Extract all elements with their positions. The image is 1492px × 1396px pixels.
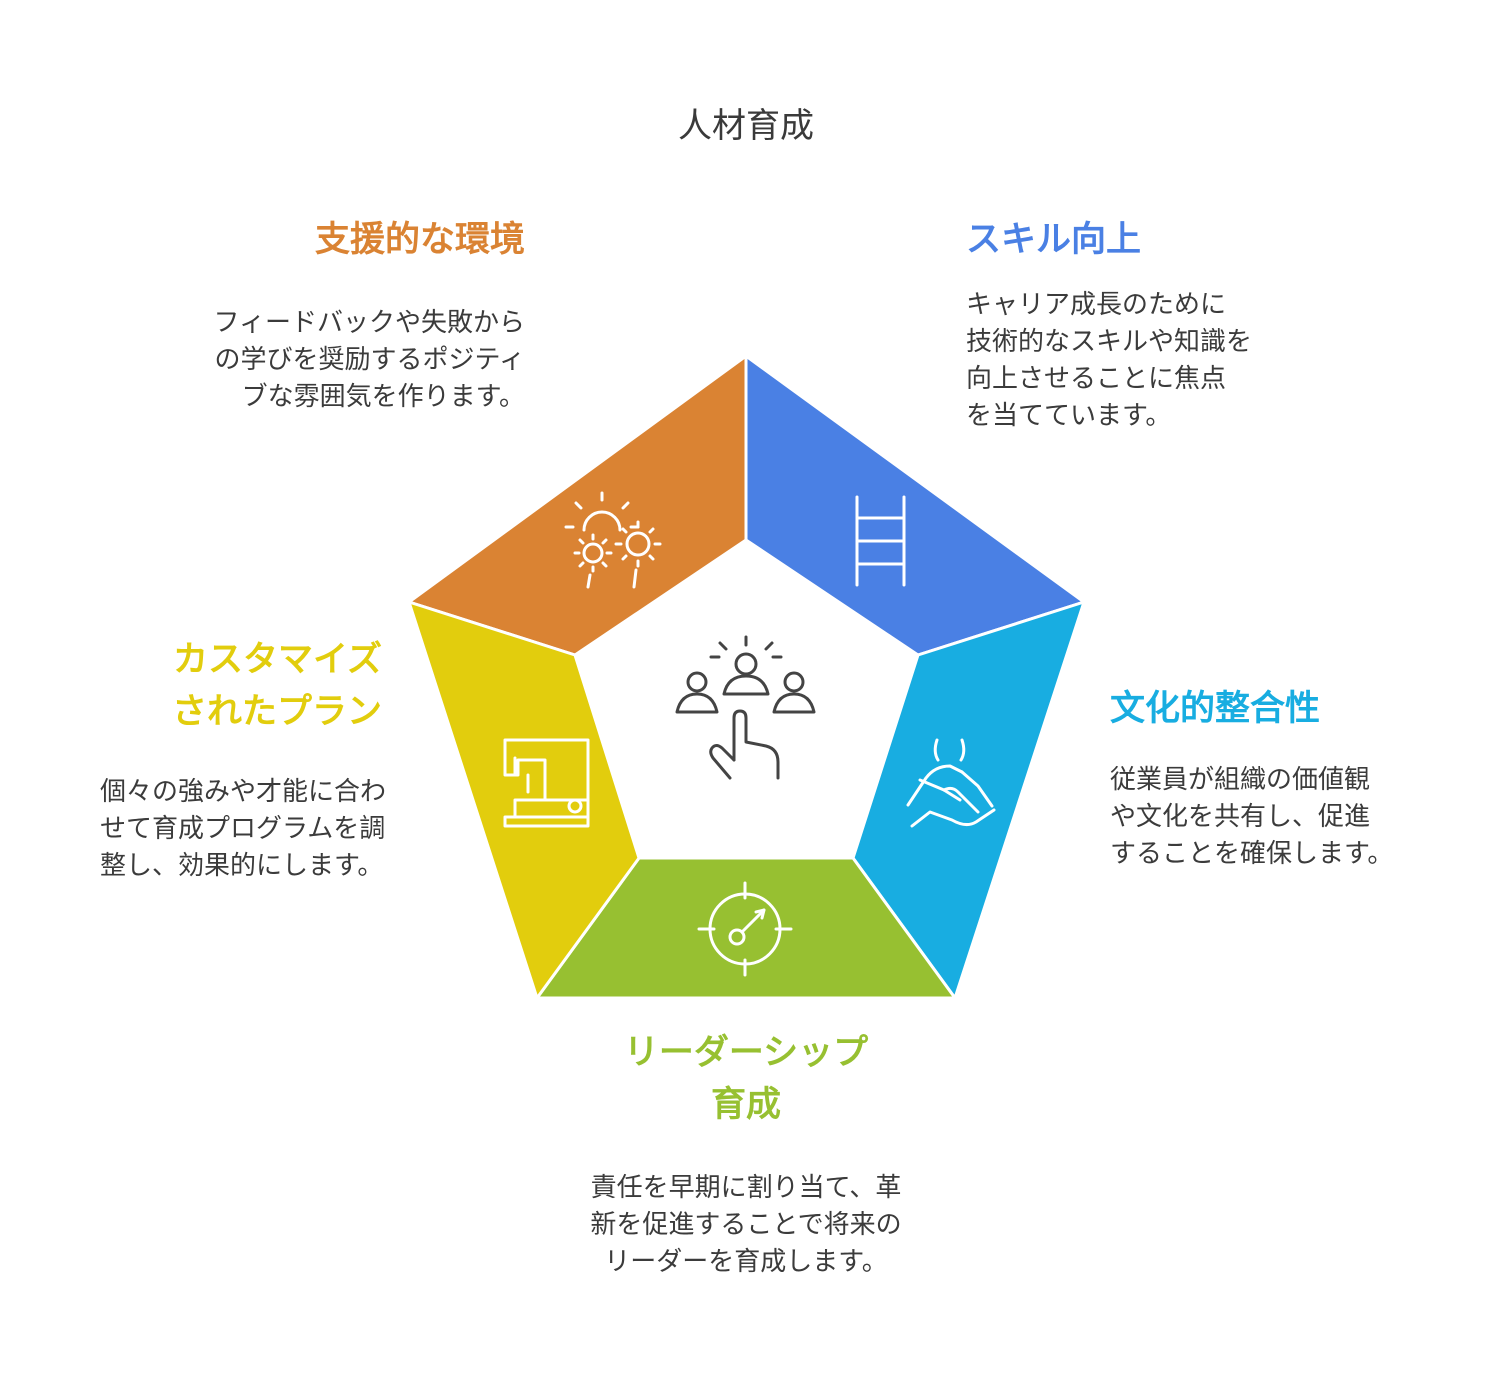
desc-skill-line-1: キャリア成長のために <box>966 290 1227 320</box>
ladder-icon <box>855 495 906 587</box>
heading-leadership-line-1: リーダーシップ <box>623 1033 869 1073</box>
desc-cultural-alignment: 従業員が組織の価値観 や文化を共有し、促進 することを確保します。 <box>1110 762 1480 873</box>
heading-custom-line-1: カスタマイズ <box>173 640 382 680</box>
desc-supportive-line-2: の学びを奨励するポジティ <box>214 345 525 375</box>
desc-leadership-line-1: 責任を早期に割り当て、革 <box>590 1173 902 1203</box>
diagram-title: 人材育成 <box>678 106 814 146</box>
desc-skill-line-2: 技術的なスキルや知識を <box>966 327 1253 357</box>
heading-leadership-line-2: 育成 <box>710 1085 781 1125</box>
desc-culture-line-3: することを確保します。 <box>1110 839 1394 869</box>
heading-custom-line-2: されたプラン <box>171 692 382 732</box>
desc-leadership-line-2: 新を促進することで将来の <box>590 1210 902 1240</box>
desc-skill-improvement: キャリア成長のために 技術的なスキルや知識を 向上させることに焦点 を当てていま… <box>966 287 1366 435</box>
desc-custom-line-3: 整し、効果的にします。 <box>100 851 384 881</box>
sewing-machine-icon <box>503 738 590 828</box>
desc-leadership-development: 責任を早期に割り当て、革 新を促進することで将来の リーダーを育成します。 <box>546 1170 946 1281</box>
desc-supportive-line-1: フィードバックや失敗から <box>213 308 525 338</box>
heading-supportive-line-1: 支援的な環境 <box>314 220 525 260</box>
heading-leadership-development: リーダーシップ 育成 <box>546 1027 946 1131</box>
sun-flowers-icon <box>564 491 662 589</box>
desc-supportive-line-3: ブな雰囲気を作ります。 <box>241 382 525 412</box>
desc-custom-line-2: せて育成プログラムを調 <box>100 814 386 844</box>
people-pointer-icon <box>675 635 816 780</box>
heading-skill-improvement: スキル向上 <box>966 214 1366 266</box>
desc-culture-line-2: や文化を共有し、促進 <box>1110 802 1371 832</box>
center-area <box>575 540 918 858</box>
desc-leadership-line-3: リーダーを育成します。 <box>604 1247 888 1277</box>
heading-skill-line-1: スキル向上 <box>966 220 1142 260</box>
desc-supportive-environment: フィードバックや失敗から の学びを奨励するポジティ ブな雰囲気を作ります。 <box>140 305 525 416</box>
heading-supportive-environment: 支援的な環境 <box>170 214 525 266</box>
desc-customized-plan: 個々の強みや才能に合わ せて育成プログラムを調 整し、効果的にします。 <box>100 774 460 885</box>
target-gauge-icon <box>697 881 793 977</box>
heading-culture-line-1: 文化的整合性 <box>1110 689 1321 729</box>
desc-custom-line-1: 個々の強みや才能に合わ <box>100 777 387 807</box>
desc-skill-line-3: 向上させることに焦点 <box>966 364 1227 394</box>
desc-culture-line-1: 従業員が組織の価値観 <box>1110 765 1371 795</box>
desc-skill-line-4: を当てています。 <box>966 401 1172 431</box>
hands-together-icon <box>906 738 996 828</box>
heading-customized-plan: カスタマイズ されたプラン <box>60 634 382 738</box>
heading-cultural-alignment: 文化的整合性 <box>1110 683 1470 735</box>
